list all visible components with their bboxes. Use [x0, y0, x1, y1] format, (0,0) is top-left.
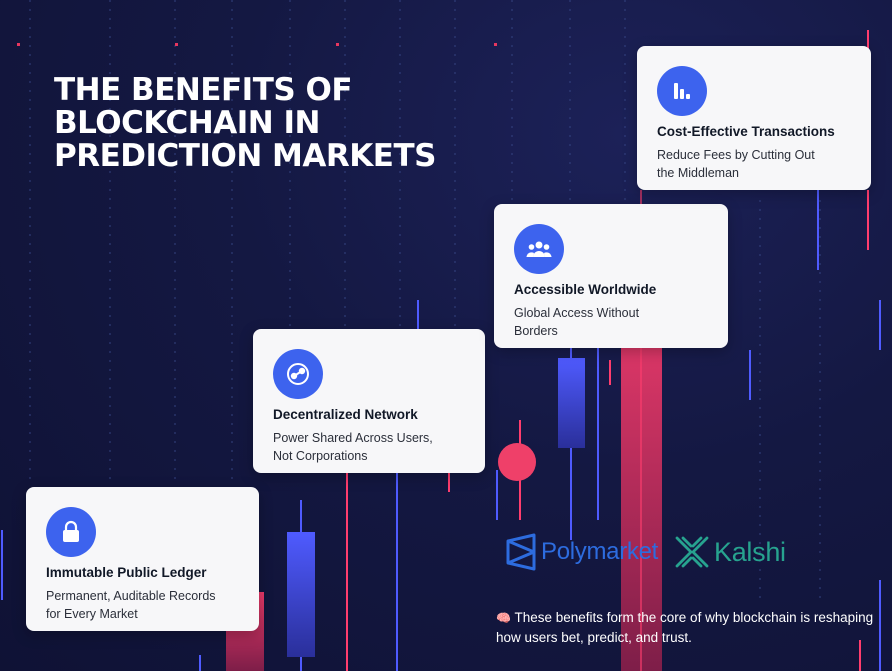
title-line-2: BLOCKCHAIN IN [54, 105, 320, 141]
card-description-line: Global Access Without [514, 306, 640, 320]
card-description-line: Not Corporations [273, 449, 368, 463]
page-title: THE BENEFITS OF BLOCKCHAIN IN PREDICTION… [54, 74, 436, 173]
people-group-icon [514, 224, 564, 274]
card-description: Reduce Fees by Cutting Out the Middleman [657, 146, 815, 182]
kalshi-wordmark: Kalshi [714, 536, 786, 567]
card-cost-effective-transactions: Cost-Effective Transactions Reduce Fees … [637, 46, 871, 190]
polymarket-logo: Polymarket [505, 533, 658, 571]
footer-note: 🧠 These benefits form the core of why bl… [496, 608, 876, 647]
brain-icon: 🧠 [496, 611, 511, 625]
card-description-line: Borders [514, 324, 558, 338]
card-description: Permanent, Auditable Records for Every M… [46, 587, 216, 623]
bar-chart-icon [657, 66, 707, 116]
card-immutable-public-ledger: Immutable Public Ledger Permanent, Audit… [26, 487, 259, 631]
polymarket-mark-icon [506, 533, 536, 571]
card-title: Cost-Effective Transactions [657, 124, 835, 139]
kalshi-logo: Kalshi [674, 535, 786, 569]
kalshi-mark-icon [675, 536, 709, 568]
footer-text: These benefits form the core of why bloc… [496, 610, 874, 645]
padlock-icon [46, 507, 96, 557]
title-line-1: THE BENEFITS OF [54, 72, 352, 108]
card-accessible-worldwide: Accessible Worldwide Global Access Witho… [494, 204, 728, 348]
card-description-line: Reduce Fees by Cutting Out [657, 148, 815, 162]
card-description: Power Shared Across Users, Not Corporati… [273, 429, 433, 465]
card-title: Immutable Public Ledger [46, 565, 207, 580]
card-description: Global Access Without Borders [514, 304, 639, 340]
card-description-line: Power Shared Across Users, [273, 431, 433, 445]
card-title: Decentralized Network [273, 407, 418, 422]
card-description-line: for Every Market [46, 607, 138, 621]
network-icon [273, 349, 323, 399]
card-description-line: the Middleman [657, 166, 739, 180]
polymarket-wordmark: Polymarket [541, 538, 659, 565]
title-line-3: PREDICTION MARKETS [54, 138, 436, 174]
card-description-line: Permanent, Auditable Records [46, 589, 216, 603]
card-decentralized-network: Decentralized Network Power Shared Acros… [253, 329, 485, 473]
card-title: Accessible Worldwide [514, 282, 657, 297]
